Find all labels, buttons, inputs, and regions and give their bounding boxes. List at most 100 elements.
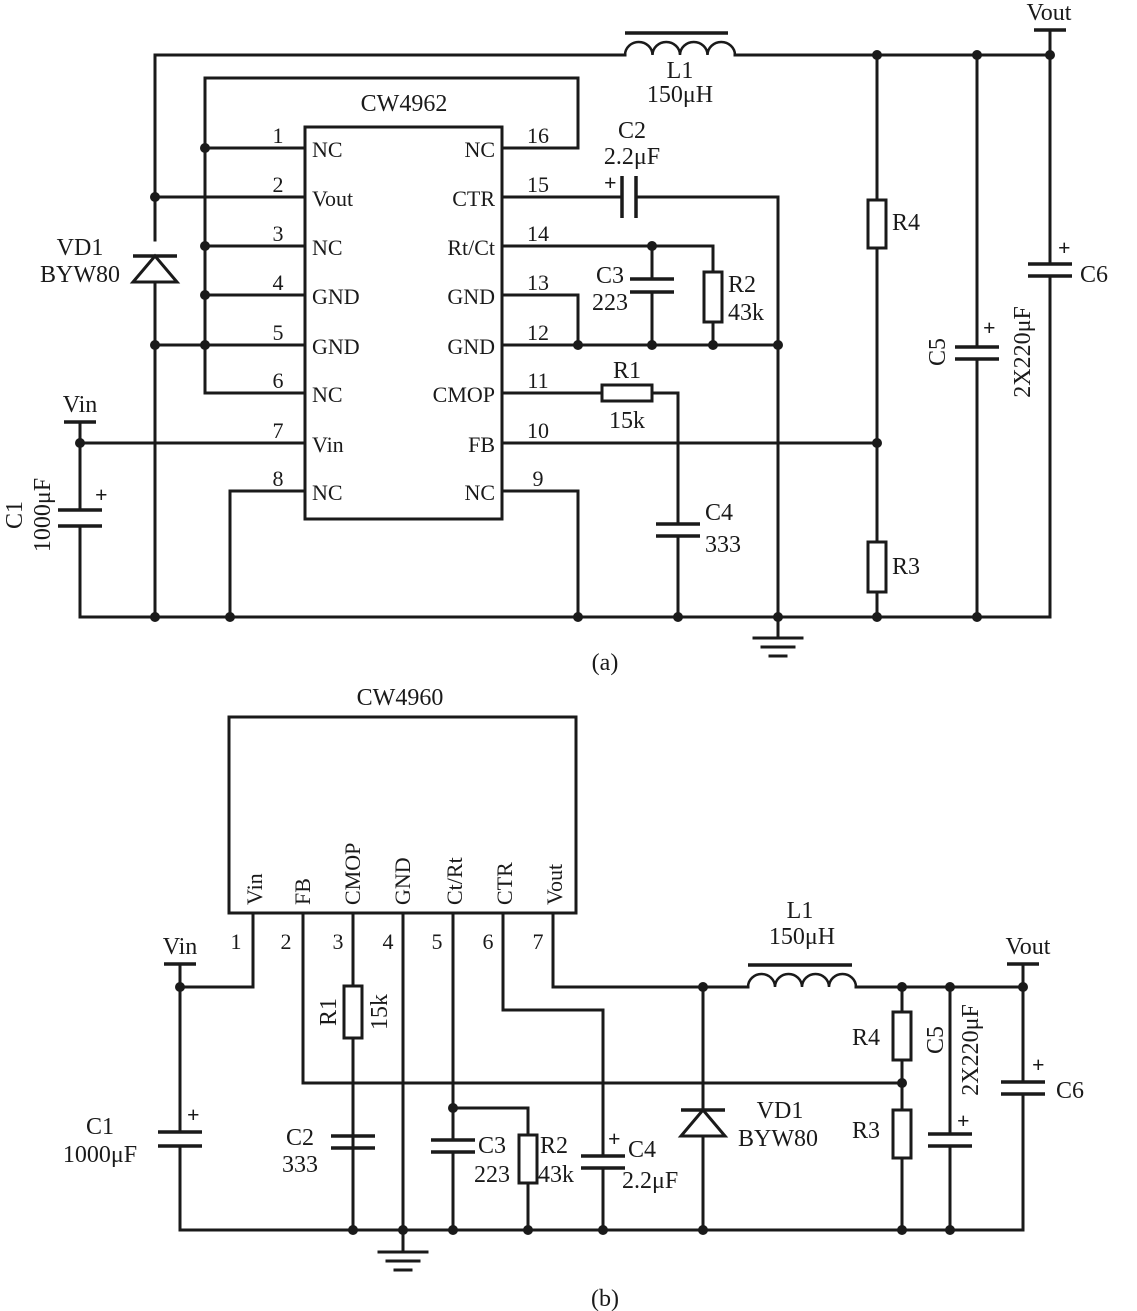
pin-name: NC xyxy=(464,480,495,505)
c6-name: C6 xyxy=(1080,262,1108,288)
junction-dot xyxy=(698,1225,708,1235)
pin-number: 15 xyxy=(527,172,549,197)
c5-plus-sign: + xyxy=(983,315,996,340)
chip-b-pin-stubs xyxy=(251,911,555,1232)
resistor-r4-b xyxy=(891,1010,913,1062)
nc-bus-taps xyxy=(203,146,232,297)
c1-value-b: 1000μF xyxy=(63,1142,137,1168)
diode-vd1-b xyxy=(677,1107,729,1138)
chip-b-pin-numbers: 1 2 3 4 5 6 7 xyxy=(231,929,544,954)
junction-dot xyxy=(673,612,683,622)
junction-dot xyxy=(150,612,160,622)
junction-dot xyxy=(150,340,160,350)
resistor-r1 xyxy=(600,383,654,403)
pin-name: NC xyxy=(312,480,343,505)
vout-label-b: Vout xyxy=(1006,934,1051,960)
chip-b-pin-names: Vin FB CMOP GND Ct/Rt CTR Vout xyxy=(242,843,567,905)
junction-dot xyxy=(200,143,210,153)
pin-name: Rt/Ct xyxy=(447,235,495,260)
feedback-wire-b xyxy=(301,985,904,1232)
resistor-r3-b xyxy=(891,1108,913,1160)
r3-name: R3 xyxy=(892,554,920,580)
resistor-r1-b xyxy=(342,984,364,1040)
junction-dot xyxy=(872,438,882,448)
pin-name: Ct/Rt xyxy=(442,857,467,905)
vin-label-b: Vin xyxy=(163,934,198,960)
junction-dot xyxy=(897,1078,907,1088)
vd1-name: VD1 xyxy=(57,235,104,261)
feedback-wire xyxy=(576,53,879,619)
resistor-r2-b xyxy=(517,1133,539,1185)
ctr-wire xyxy=(576,195,780,619)
junction-dots-b xyxy=(175,982,1028,1235)
ground-symbol-a xyxy=(752,615,804,658)
c4-name-b: C4 xyxy=(628,1137,656,1163)
junction-dots-a xyxy=(75,50,1055,622)
pin-name: CTR xyxy=(492,862,517,905)
vd1-value: BYW80 xyxy=(40,262,120,288)
c6-name-b: C6 xyxy=(1056,1078,1084,1104)
pin-number: 10 xyxy=(527,418,549,443)
junction-dot xyxy=(945,1225,955,1235)
c2-name-b: C2 xyxy=(286,1125,314,1151)
inductor-l1-b xyxy=(746,972,858,988)
nc-pin-grounds xyxy=(228,489,580,619)
junction-dot xyxy=(773,612,783,622)
junction-dot xyxy=(398,1225,408,1235)
pin-name: NC xyxy=(312,382,343,407)
junction-dot xyxy=(945,982,955,992)
c2-plus-sign: + xyxy=(604,170,617,195)
pin-number: 11 xyxy=(527,368,548,393)
pin-name: NC xyxy=(312,235,343,260)
pin-number: 14 xyxy=(527,221,549,246)
pin-number: 1 xyxy=(273,123,284,148)
pin-name: FB xyxy=(468,432,495,457)
c4-name: C4 xyxy=(705,500,733,526)
pin-name: Vout xyxy=(542,864,567,905)
vout-label: Vout xyxy=(1027,0,1072,26)
pin-name: Vin xyxy=(312,432,344,457)
c4-value-b: 2.2μF xyxy=(622,1168,678,1194)
c1-plus-sign-b: + xyxy=(187,1102,200,1127)
c5-name-b: C5 xyxy=(923,1026,949,1054)
pin-name: CMOP xyxy=(433,382,495,407)
c3-value-b: 223 xyxy=(474,1162,510,1188)
pin-name: Vout xyxy=(312,186,353,211)
c2-name: C2 xyxy=(618,118,646,144)
c3-name-b: C3 xyxy=(478,1133,506,1159)
resistor-r2 xyxy=(702,270,724,324)
chip-a-left-pin-stubs xyxy=(228,146,307,493)
junction-dot xyxy=(972,612,982,622)
junction-dot xyxy=(598,1225,608,1235)
junction-dot xyxy=(872,50,882,60)
c3-value: 223 xyxy=(592,290,628,316)
pin-number: 4 xyxy=(383,929,394,954)
vin-label: Vin xyxy=(63,392,98,418)
c3-name: C3 xyxy=(596,263,624,289)
r2-value-b: 43k xyxy=(538,1162,574,1188)
junction-dot xyxy=(1045,50,1055,60)
pin-number: 12 xyxy=(527,320,549,345)
c5-name: C5 xyxy=(925,338,951,366)
junction-dot xyxy=(573,612,583,622)
caption-b: (b) xyxy=(591,1286,619,1311)
vd1-name-b: VD1 xyxy=(757,1098,804,1124)
r1-value-b: 15k xyxy=(367,994,393,1030)
r1-value: 15k xyxy=(609,408,645,434)
pin-name: NC xyxy=(464,137,495,162)
pin-name: GND xyxy=(312,284,360,309)
junction-dot xyxy=(523,1225,533,1235)
pin-number: 3 xyxy=(273,221,284,246)
r2-name-b: R2 xyxy=(540,1133,568,1159)
vd1-value-b: BYW80 xyxy=(738,1126,818,1152)
ctrt-wire-b xyxy=(451,1106,530,1232)
chip-b-name: CW4960 xyxy=(357,685,444,711)
pin-number: 13 xyxy=(527,270,549,295)
chip-b-body xyxy=(227,715,578,915)
junction-dot xyxy=(972,50,982,60)
c4-plus-sign-b: + xyxy=(608,1126,621,1151)
junction-dot xyxy=(897,982,907,992)
pin-number: 2 xyxy=(273,172,284,197)
l1-name: L1 xyxy=(667,58,694,84)
